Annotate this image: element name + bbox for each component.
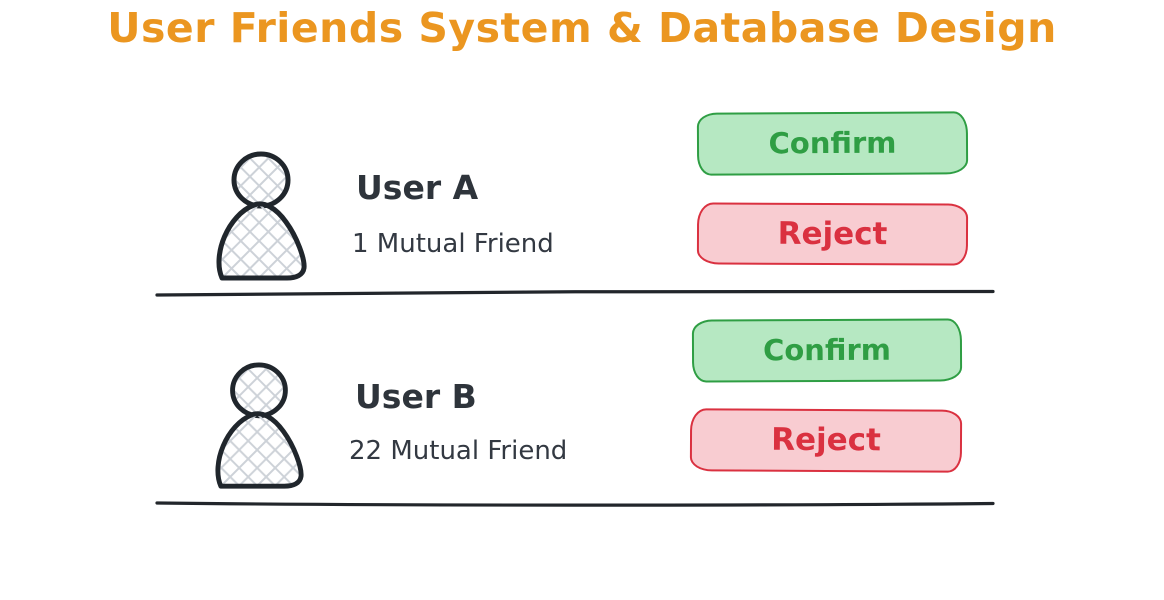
- person-icon: [202, 360, 314, 493]
- page-title: User Friends System & Database Design: [107, 4, 1057, 52]
- user-name: User B: [355, 377, 477, 416]
- row-divider: [155, 499, 995, 509]
- row-divider: [155, 288, 995, 298]
- confirm-button[interactable]: Confirm: [696, 111, 969, 176]
- person-icon: [204, 149, 316, 285]
- reject-button[interactable]: Reject: [696, 202, 969, 266]
- mutual-friends-label: 1 Mutual Friend: [352, 229, 554, 259]
- user-name: User A: [356, 168, 479, 207]
- reject-button[interactable]: Reject: [689, 408, 963, 473]
- mutual-friends-label: 22 Mutual Friend: [349, 436, 568, 466]
- confirm-button[interactable]: Confirm: [691, 318, 963, 383]
